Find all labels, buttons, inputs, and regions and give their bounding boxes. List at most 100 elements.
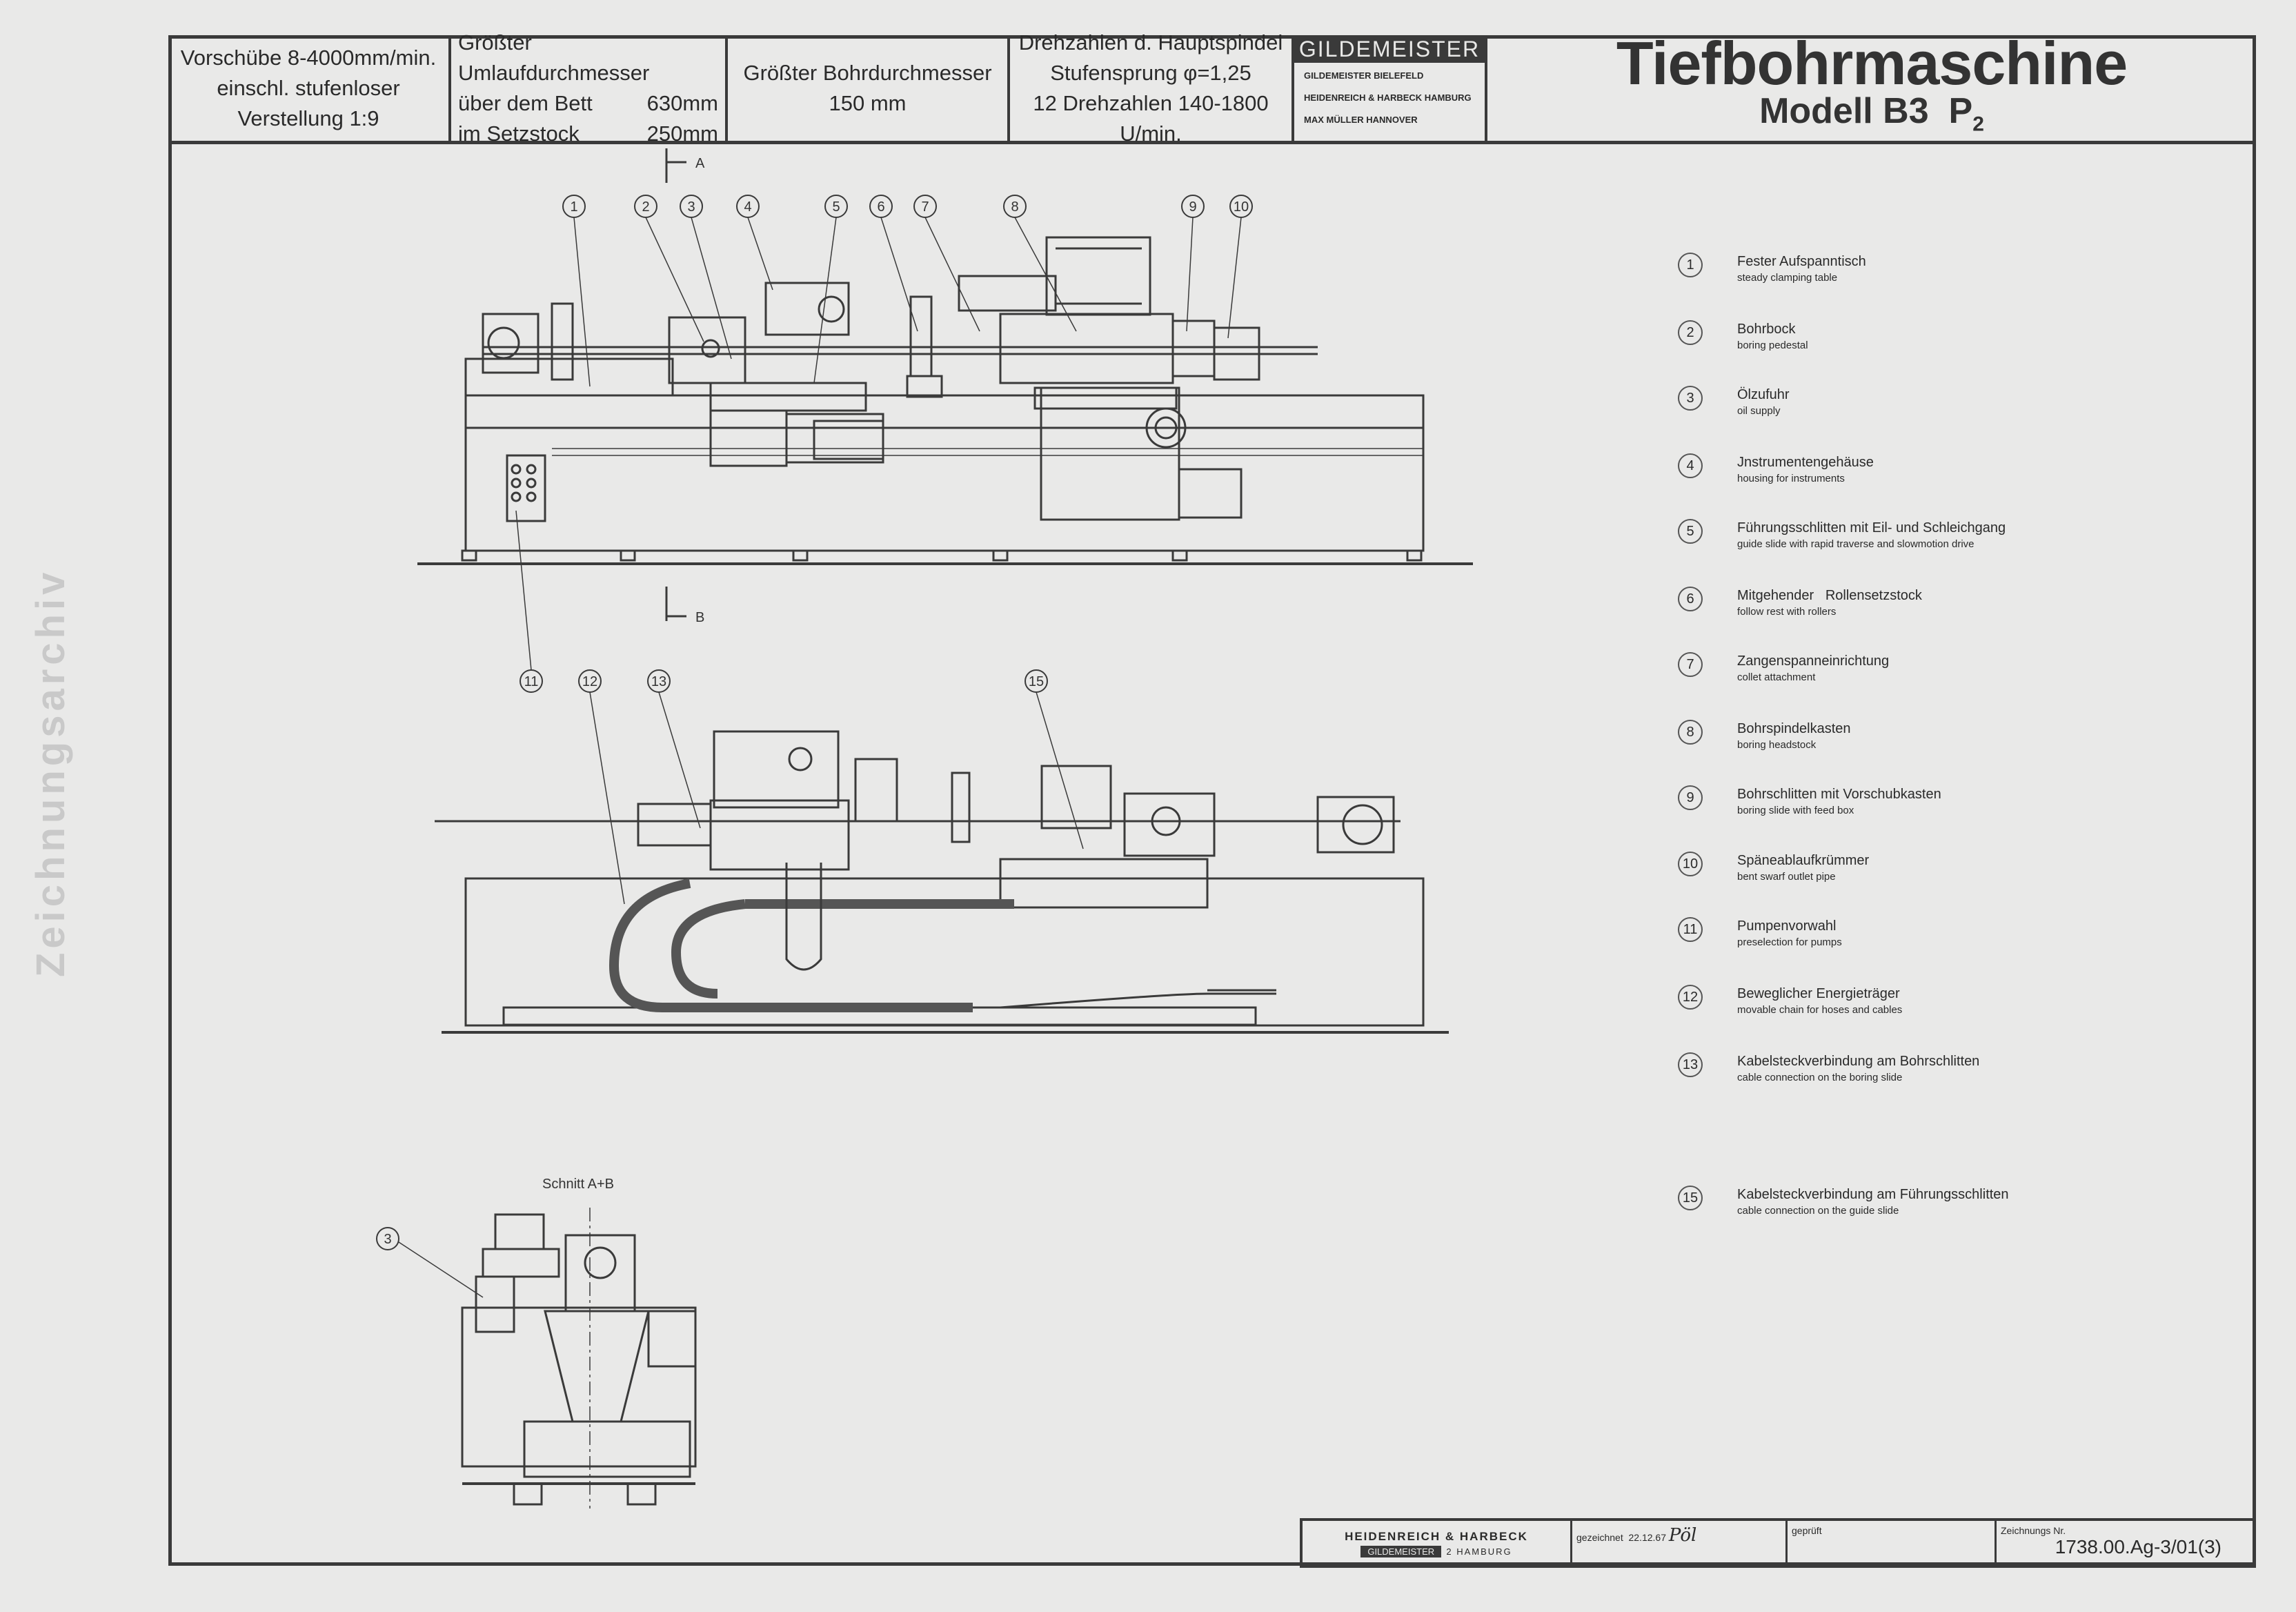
svg-text:5: 5 [832,199,840,215]
legend-de: Mitgehender Rollensetzstock [1737,588,1922,603]
checked-cell: geprüft [1788,1521,1997,1565]
company-cell: HEIDENREICH & HARBECK GILDEMEISTER 2 HAM… [1303,1521,1572,1565]
svg-text:3: 3 [384,1232,391,1247]
callout-8: 8 [1003,195,1077,332]
callout-section-3: 3 [376,1227,484,1298]
legend-item: 5 Führungsschlitten mit Eil- und Schleich… [1678,519,2006,552]
callout-11: 11 [515,510,543,693]
svg-text:2: 2 [642,199,649,215]
swing-bed-label: über dem Bett [458,90,593,115]
legend-number: 9 [1678,785,1703,810]
header-table: Vorschübe 8-4000mm/min. einschl. stufenl… [168,28,2256,146]
side-view-bottom [435,730,1449,1034]
maker-cell: GILDEMEISTER GILDEMEISTER BIELEFELD HEID… [1294,35,1487,141]
company-city: 2 HAMBURG [1446,1546,1512,1557]
feeds-line: einschl. stufenloser [217,75,400,100]
legend-number: 7 [1678,652,1703,677]
company-brand: GILDEMEISTER [1360,1545,1442,1557]
speeds-line: 12 Drehzahlen 140-1800 U/min. [1033,90,1269,146]
feeds-cell: Vorschübe 8-4000mm/min. einschl. stufenl… [168,35,451,141]
legend-number: 13 [1678,1052,1703,1077]
model-suffix: P [1948,90,1973,131]
svg-text:4: 4 [744,199,751,215]
callout-15: 15 [1025,669,1084,849]
legend-de: Beweglicher Energieträger [1737,986,1900,1001]
legend-item: 1 Fester Aufspanntisch steady clamping tab… [1678,253,1866,286]
legend-number: 11 [1678,917,1703,942]
callout-9: 9 [1181,195,1205,332]
legend-en: cable connection on the boring slide [1737,1072,1903,1083]
model-name: Modell B3 P2 [1759,93,1984,142]
svg-text:15: 15 [1029,674,1044,689]
drawing-number-label: Zeichnungs Nr. [2001,1525,2066,1536]
svg-text:3: 3 [687,199,695,215]
callout-2: 2 [634,195,704,342]
callout-12: 12 [578,669,625,905]
legend-number: 4 [1678,453,1703,478]
callouts-mid: 11 12 13 15 [515,510,1084,905]
maker-line: HEIDENREICH & HARBECK HAMBURG [1304,92,1472,103]
legend-number: 12 [1678,985,1703,1010]
legend-de: Späneablaufkrümmer [1737,853,1870,868]
section-b-label: B [695,610,704,625]
title-cell: Tiefbohrmaschine Modell B3 P2 [1487,28,2256,142]
svg-text:11: 11 [524,674,539,689]
swing-rest-value: 250mm [646,121,718,146]
legend-en: follow rest with rollers [1737,606,1837,618]
section-marker-a: A [665,148,705,183]
machine-title: Tiefbohrmaschine [1616,28,2128,97]
legend-item: 6 Mitgehender Rollensetzstock follow rest … [1678,587,1922,620]
legend-en: movable chain for hoses and cables [1737,1004,1903,1016]
model-label: Modell B3 [1759,90,1929,131]
legend-de: Bohrspindelkasten [1737,721,1851,736]
callout-5: 5 [813,195,848,384]
legend-de: Fester Aufspanntisch [1737,254,1866,269]
legend-item: 12 Beweglicher Energieträger movable chain… [1678,985,1902,1018]
drawn-label: gezeichnet [1576,1532,1623,1543]
svg-text:1: 1 [570,199,577,215]
callout-7: 7 [913,195,980,332]
legend-de: Jnstrumentengehäuse [1737,455,1874,470]
drawn-signature: Pöl [1668,1525,1697,1546]
svg-text:13: 13 [651,674,666,689]
legend-de: Kabelsteckverbindung am Führungsschlitte… [1737,1187,2009,1202]
callout-6: 6 [869,195,918,332]
callout-4: 4 [736,195,773,291]
drawing-number: 1738.00.Ag-3/01(3) [2055,1536,2221,1557]
legend-de: Bohrschlitten mit Vorschubkasten [1737,787,1941,802]
legend-en: bent swarf outlet pipe [1737,871,1836,883]
maker-line: MAX MÜLLER HANNOVER [1304,115,1418,125]
legend-number: 6 [1678,587,1703,611]
feeds-line: Verstellung 1:9 [237,106,379,130]
section-a-label: A [695,156,705,171]
legend-de: Führungsschlitten mit Eil- und Schleichg… [1737,520,2006,535]
drawing-number-cell: Zeichnungs Nr. 1738.00.Ag-3/01(3) [1997,1521,2253,1565]
legend-en: steady clamping table [1737,272,1838,284]
feeds-line: Vorschübe 8-4000mm/min. [180,45,437,70]
legend-number: 1 [1678,253,1703,277]
legend-en: cable connection on the guide slide [1737,1205,1899,1217]
bore-cell: Größter Bohrdurchmesser 150 mm [728,35,1010,141]
swing-bed-value: 630mm [646,90,718,115]
legend-number: 5 [1678,519,1703,544]
callout-10: 10 [1227,195,1253,339]
legend-de: Bohrbock [1737,322,1796,337]
callout-13: 13 [647,669,701,829]
bore-value: 150 mm [829,90,907,115]
swing-rest-label: im Setzstock [458,121,580,146]
legend-de: Pumpenvorwahl [1737,918,1837,934]
maker-line: GILDEMEISTER BIELEFELD [1304,70,1424,81]
svg-text:6: 6 [877,199,884,215]
model-subscript: 2 [1972,112,1984,136]
legend-de: Ölzufuhr [1737,387,1790,402]
legend-en: housing for instruments [1737,473,1845,484]
legend-number: 3 [1678,386,1703,411]
svg-text:8: 8 [1011,199,1018,215]
legend-number: 8 [1678,720,1703,745]
